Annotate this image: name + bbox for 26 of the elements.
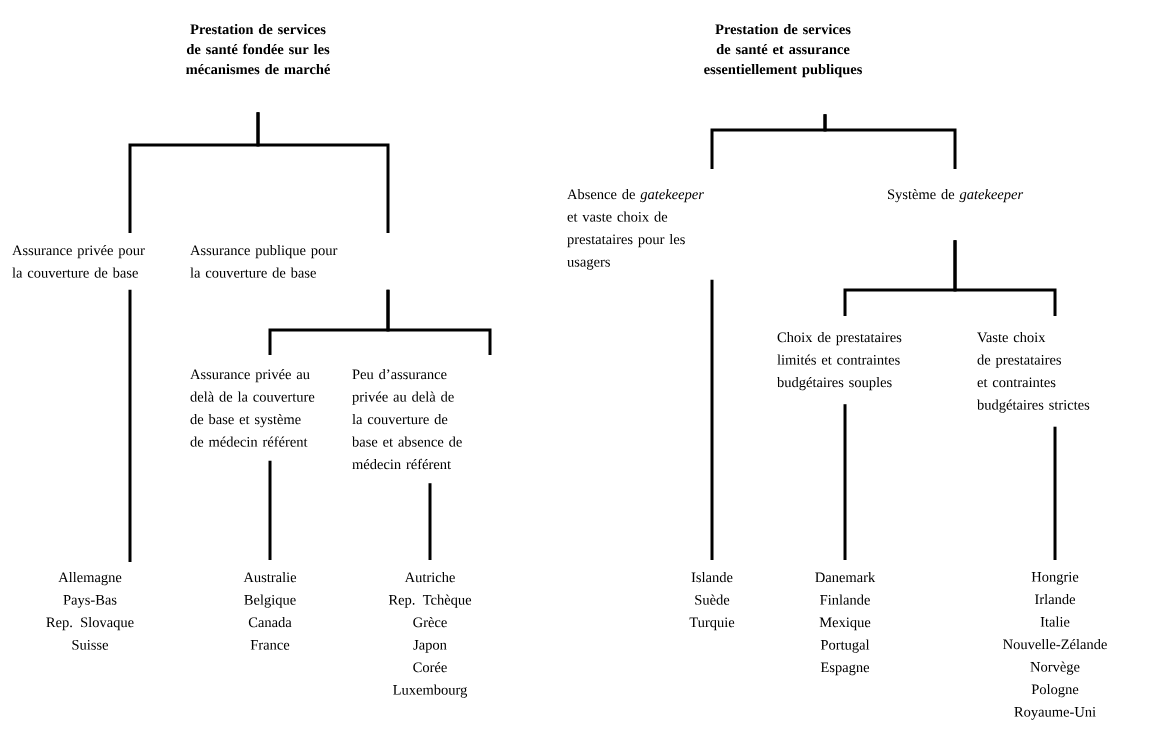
category-label: Choix de prestataires limités et contraintes budgétaires souples — [777, 332, 902, 391]
category-label: Assurance publique pour la couverture de base — [190, 245, 338, 278]
category-label: Système de gatekeeper — [888, 189, 1024, 203]
country-list: Islande Suède Turquie — [689, 572, 735, 631]
tree-connector — [128, 289, 132, 562]
tree-connector — [386, 289, 492, 355]
country-list: Australie Belgique Canada France — [243, 572, 297, 650]
heading: Prestation de services de santé et assurance essentiellement publiques — [704, 24, 862, 78]
tree-connector — [428, 483, 432, 560]
category-label: Assurance privée au delà de la couverture de base et système de médecin référent — [190, 369, 315, 447]
category-label: Vaste choix de prestataires et contraintes budgétaires strictes — [977, 332, 1090, 413]
country-list: Allemagne Pays-Bas Rep. Slovaque Suisse — [46, 572, 134, 650]
country-list: Hongrie Irlande Italie Nouvelle-Zélande Norvège Pologne Royaume-Uni — [1003, 572, 1107, 720]
heading: Prestation de services de santé fondée sur les mécanismes de marché — [186, 24, 330, 75]
tree-connector — [823, 114, 957, 169]
tree-connector — [256, 112, 390, 233]
category-label: Peu d’assurance privée au delà de la couverture de base et absence de médecin référent — [352, 369, 462, 470]
country-list: Danemark Finlande Mexique Portugal Espagne — [815, 572, 876, 676]
country-list: Autriche Rep. Tchèque Grèce Japon Corée Luxembourg — [388, 572, 472, 698]
tree-connector — [953, 240, 1057, 316]
category-label: Assurance privée pour la couverture de base — [12, 245, 145, 278]
tree-connector — [1053, 426, 1057, 560]
tree-connector — [710, 279, 714, 560]
tree-connector — [268, 460, 272, 560]
category-label: Absence de gatekeeper et vaste choix de prestataires pour les usagers — [567, 189, 704, 270]
tree-connector — [843, 404, 847, 560]
